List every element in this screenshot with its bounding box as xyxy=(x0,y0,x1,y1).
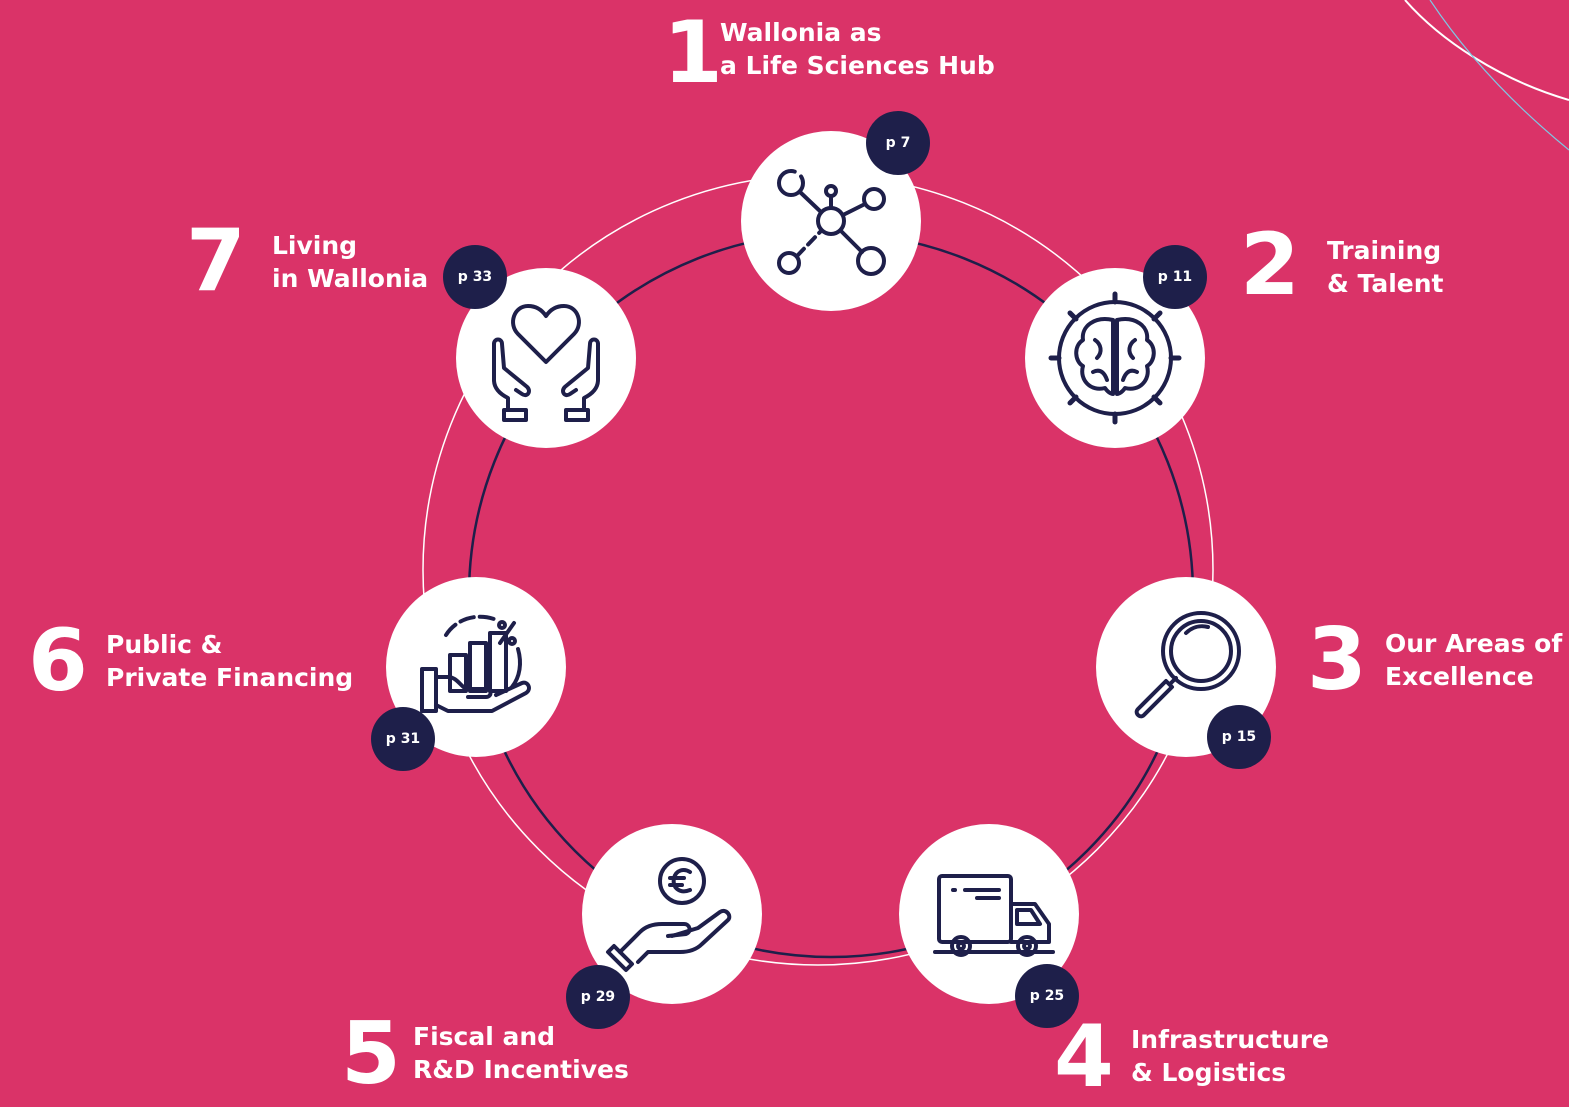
step-label-2-line1: Training xyxy=(1327,236,1442,265)
step-label-5: Fiscal and R&D Incentives xyxy=(413,1020,629,1086)
step-number-2: 2 xyxy=(1240,215,1300,315)
step-label-6: Public & Private Financing xyxy=(106,628,353,694)
page-badge-5[interactable]: p 29 xyxy=(566,965,630,1029)
delivery-truck-icon xyxy=(933,874,1055,957)
step-number-7: 7 xyxy=(186,211,246,311)
step-label-3-line1: Our Areas of xyxy=(1385,629,1563,658)
brain-gear-icon xyxy=(1048,291,1182,425)
magnifying-glass-icon xyxy=(1134,611,1241,719)
page-badge-1[interactable]: p 7 xyxy=(866,111,930,175)
step-label-6-line2: Private Financing xyxy=(106,663,354,692)
step-label-7-line2: in Wallonia xyxy=(272,264,429,293)
step-label-7-line1: Living xyxy=(272,231,358,260)
corner-arc-blue xyxy=(1429,0,1569,151)
node-2[interactable] xyxy=(1025,268,1205,448)
step-label-5-line2: R&D Incentives xyxy=(413,1055,629,1084)
step-number-3: 3 xyxy=(1307,610,1367,710)
node-4[interactable] xyxy=(899,824,1079,1004)
step-label-2: Training & Talent xyxy=(1327,234,1443,300)
step-label-1-line2: a Life Sciences Hub xyxy=(720,51,995,80)
step-label-7: Living in Wallonia xyxy=(272,229,428,295)
step-number-6: 6 xyxy=(28,611,88,711)
step-label-3-line2: Excellence xyxy=(1385,662,1534,691)
page-badge-2[interactable]: p 11 xyxy=(1143,245,1207,309)
step-label-5-line1: Fiscal and xyxy=(413,1022,556,1051)
page-badge-4[interactable]: p 25 xyxy=(1015,964,1079,1028)
node-3[interactable] xyxy=(1096,577,1276,757)
step-label-6-line1: Public & xyxy=(106,630,223,659)
step-label-3: Our Areas of Excellence xyxy=(1385,627,1562,693)
page-badge-3[interactable]: p 15 xyxy=(1207,705,1271,769)
step-number-1: 1 xyxy=(663,3,723,103)
step-number-5: 5 xyxy=(341,1004,401,1104)
page-badge-7[interactable]: p 33 xyxy=(443,245,507,309)
page-badge-6[interactable]: p 31 xyxy=(371,707,435,771)
step-label-4-line2: & Logistics xyxy=(1131,1058,1287,1087)
step-label-1-line1: Wallonia as xyxy=(720,18,882,47)
network-molecule-icon xyxy=(777,169,886,276)
step-label-4-line1: Infrastructure xyxy=(1131,1025,1329,1054)
corner-arc-white xyxy=(1404,0,1569,101)
step-label-1: Wallonia as a Life Sciences Hub xyxy=(720,16,995,82)
step-label-2-line2: & Talent xyxy=(1327,269,1444,298)
step-number-4: 4 xyxy=(1054,1007,1114,1107)
hands-heart-icon xyxy=(492,304,600,422)
step-label-4: Infrastructure & Logistics xyxy=(1131,1023,1329,1089)
hand-bar-chart-percent-icon xyxy=(420,614,531,713)
hand-euro-coin-icon xyxy=(606,857,732,972)
node-1[interactable] xyxy=(741,131,921,311)
